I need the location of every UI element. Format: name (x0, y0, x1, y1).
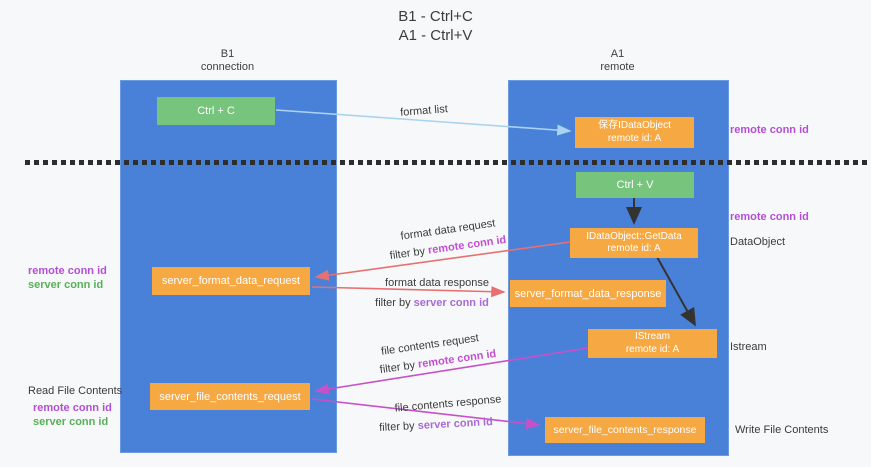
server-file-contents-request-label: server_file_contents_request (159, 390, 301, 403)
ctrl-c-label: Ctrl + C (197, 105, 235, 117)
title-line-2: A1 - Ctrl+V (398, 27, 473, 44)
phase-divider-dashed-line (25, 160, 868, 165)
write-file-contents-annotation: Write File Contents (735, 424, 829, 436)
filter-by-text: filter by (379, 359, 416, 377)
server-conn-id-filter-text: server conn id (413, 297, 489, 309)
istream-box: IStream remote id: A (588, 329, 717, 358)
server-format-data-response-label: server_format_data_response (514, 287, 662, 300)
istream-line2: remote id: A (625, 343, 680, 355)
left-column-header: B1 connection (120, 48, 335, 74)
save-idataobject-line1: 保存IDataObject (598, 120, 671, 131)
getdata-line2: remote id: A (607, 243, 661, 254)
server-format-data-request-label: server_format_data_request (161, 275, 301, 287)
left-column-role: connection (200, 61, 255, 73)
getdata-line1: IDataObject::GetData (586, 230, 682, 242)
server-file-contents-request-box: server_file_contents_request (150, 383, 310, 410)
diagram-title: B1 - Ctrl+C A1 - Ctrl+V (0, 7, 871, 45)
format-list-label: format list (399, 103, 449, 119)
dataobject-annotation: DataObject (730, 236, 786, 248)
save-idataobject-line2: remote id: A (607, 132, 662, 144)
idataobject-getdata-box: IDataObject::GetData remote id: A (570, 228, 698, 258)
save-idataobject-box: 保存IDataObject remote id: A (575, 117, 694, 148)
ctrl-c-box: Ctrl + C (157, 97, 275, 125)
istream-line1: IStream (634, 331, 670, 342)
ctrl-v-box: Ctrl + V (576, 172, 694, 198)
ctrl-v-label: Ctrl + V (616, 179, 654, 191)
server-conn-id-annotation-left-bottom: server conn id (33, 416, 109, 428)
server-file-contents-response-label: server_file_contents_response (553, 424, 697, 436)
right-column-role: remote (600, 61, 635, 73)
server-conn-id-filter-text: server conn id (417, 416, 494, 432)
title-line-1: B1 - Ctrl+C (398, 8, 473, 25)
right-column-header: A1 remote (508, 48, 727, 74)
server-format-data-response-box: server_format_data_response (510, 280, 666, 307)
right-column-name: A1 (610, 48, 625, 60)
server-file-contents-response-box: server_file_contents_response (545, 417, 705, 443)
istream-annotation: Istream (730, 341, 767, 353)
remote-conn-id-annotation-left-bottom: remote conn id (33, 402, 112, 414)
format-data-response-label: format data response (385, 277, 489, 289)
remote-conn-id-annotation-top: remote conn id (730, 124, 809, 136)
file-contents-response-filter-label: filter by server conn id (379, 416, 493, 434)
filter-by-text: filter by (375, 297, 411, 309)
server-format-data-request-box: server_format_data_request (152, 267, 310, 295)
format-data-response-filter-label: filter by server conn id (375, 297, 489, 309)
remote-conn-id-filter-text: remote conn id (427, 233, 507, 257)
filter-by-text: filter by (389, 245, 426, 263)
remote-conn-id-filter-text: remote conn id (417, 347, 497, 371)
remote-conn-id-annotation-left-top: remote conn id (28, 265, 107, 277)
remote-conn-id-annotation-mid: remote conn id (730, 211, 809, 223)
read-file-contents-annotation: Read File Contents (28, 385, 123, 397)
left-column-name: B1 (220, 48, 235, 60)
filter-by-text: filter by (378, 420, 415, 434)
server-conn-id-annotation-left-top: server conn id (28, 279, 104, 291)
file-contents-response-label: file contents response (394, 393, 502, 415)
